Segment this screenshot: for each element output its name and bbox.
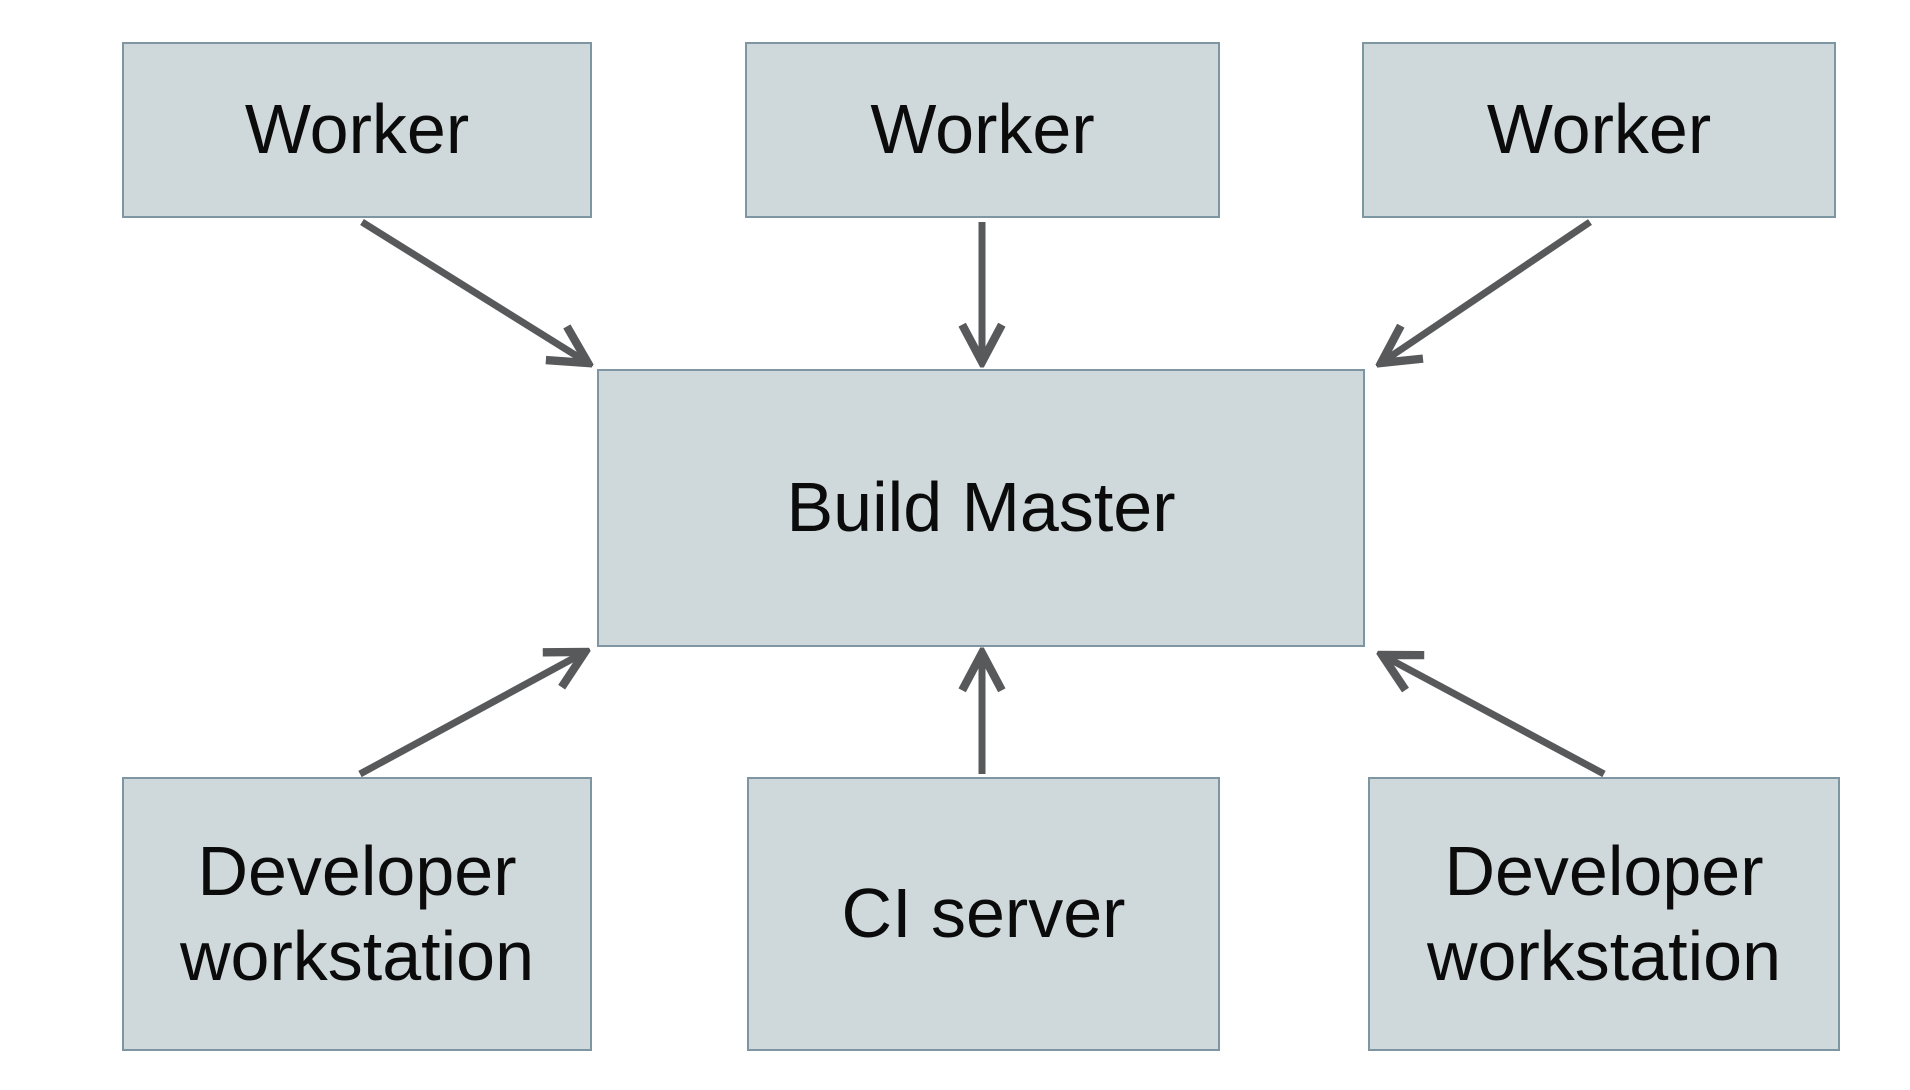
node-developer-workstation-right: Developer workstation xyxy=(1368,777,1840,1051)
edge-worker3-to-buildmaster xyxy=(1381,219,1592,363)
node-worker-2-label: Worker xyxy=(870,90,1095,169)
node-worker-3-label: Worker xyxy=(1486,90,1712,169)
node-worker-1: Worker xyxy=(122,42,592,218)
node-developer-workstation-left-label: Developer workstation xyxy=(179,831,535,995)
edge-worker1-to-buildmaster xyxy=(360,219,588,363)
node-developer-workstation-left: Developer workstation xyxy=(122,777,592,1051)
node-build-master-label: Build Master xyxy=(786,468,1176,547)
node-ci-server-label: CI server xyxy=(841,874,1126,953)
node-worker-1-label: Worker xyxy=(244,90,470,169)
node-developer-workstation-right-label: Developer workstation xyxy=(1426,831,1782,995)
node-worker-2: Worker xyxy=(745,42,1220,218)
edge-devleft-to-buildmaster xyxy=(358,652,585,778)
edge-devright-to-buildmaster xyxy=(1382,655,1606,778)
node-build-master: Build Master xyxy=(597,369,1365,647)
node-ci-server: CI server xyxy=(747,777,1220,1051)
node-worker-3: Worker xyxy=(1362,42,1836,218)
